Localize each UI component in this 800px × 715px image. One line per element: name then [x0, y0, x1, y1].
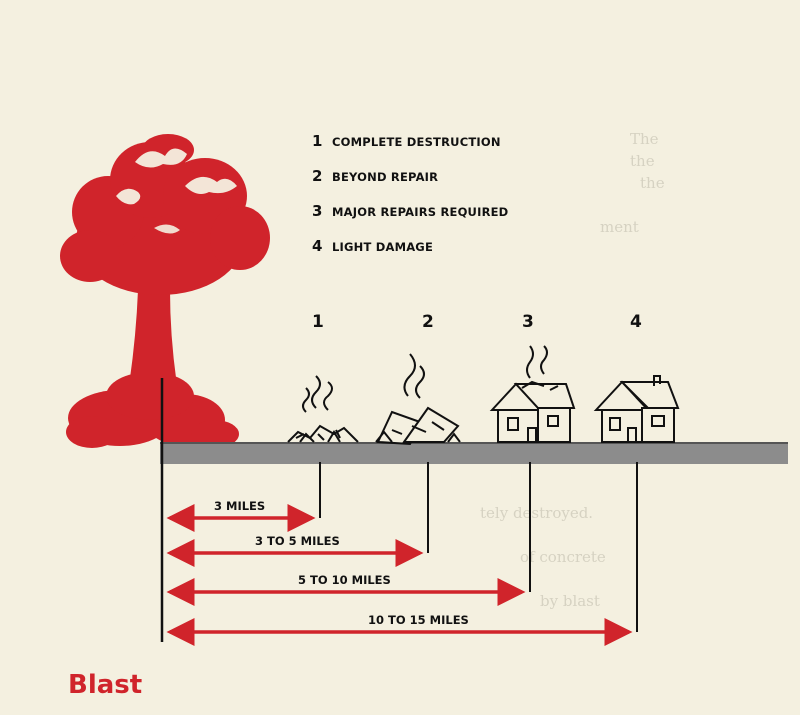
legend-item: 2 BEYOND REPAIR — [312, 167, 508, 202]
distance-drop-lines — [319, 462, 638, 632]
legend-number: 3 — [312, 202, 323, 220]
distance-label-3-to-5-miles: 3 TO 5 MILES — [255, 534, 340, 548]
section-title: Blast — [68, 670, 143, 700]
legend-item: 4 LIGHT DAMAGE — [312, 237, 508, 272]
rubble-icon — [287, 375, 359, 443]
legend-number: 1 — [312, 132, 323, 150]
collapsed-building-icon — [375, 353, 461, 446]
distance-label-3-miles: 3 MILES — [214, 499, 266, 513]
legend-number: 4 — [312, 237, 323, 255]
legend-label: BEYOND REPAIR — [332, 170, 439, 184]
cloud-highlights — [116, 148, 237, 234]
mushroom-cloud-icon — [60, 134, 270, 448]
stage-number-4: 4 — [630, 312, 642, 332]
damaged-house-icon — [489, 345, 576, 443]
house-light-damage-icon — [593, 375, 680, 443]
legend-label: MAJOR REPAIRS REQUIRED — [332, 205, 509, 219]
legend-item: 3 MAJOR REPAIRS REQUIRED — [312, 202, 508, 237]
stage-number-1: 1 — [312, 312, 324, 332]
stage-number-3: 3 — [522, 312, 534, 332]
damage-legend: 1 COMPLETE DESTRUCTION 2 BEYOND REPAIR 3… — [312, 132, 508, 272]
legend-number: 2 — [312, 167, 323, 185]
distance-arrows — [166, 504, 633, 646]
legend-label: COMPLETE DESTRUCTION — [332, 135, 501, 149]
legend-label: LIGHT DAMAGE — [332, 240, 434, 254]
distance-label-5-to-10-miles: 5 TO 10 MILES — [298, 573, 391, 587]
distance-label-10-to-15-miles: 10 TO 15 MILES — [368, 613, 469, 627]
legend-item: 1 COMPLETE DESTRUCTION — [312, 132, 508, 167]
stage-number-2: 2 — [422, 312, 434, 332]
ground-strip — [160, 442, 788, 464]
